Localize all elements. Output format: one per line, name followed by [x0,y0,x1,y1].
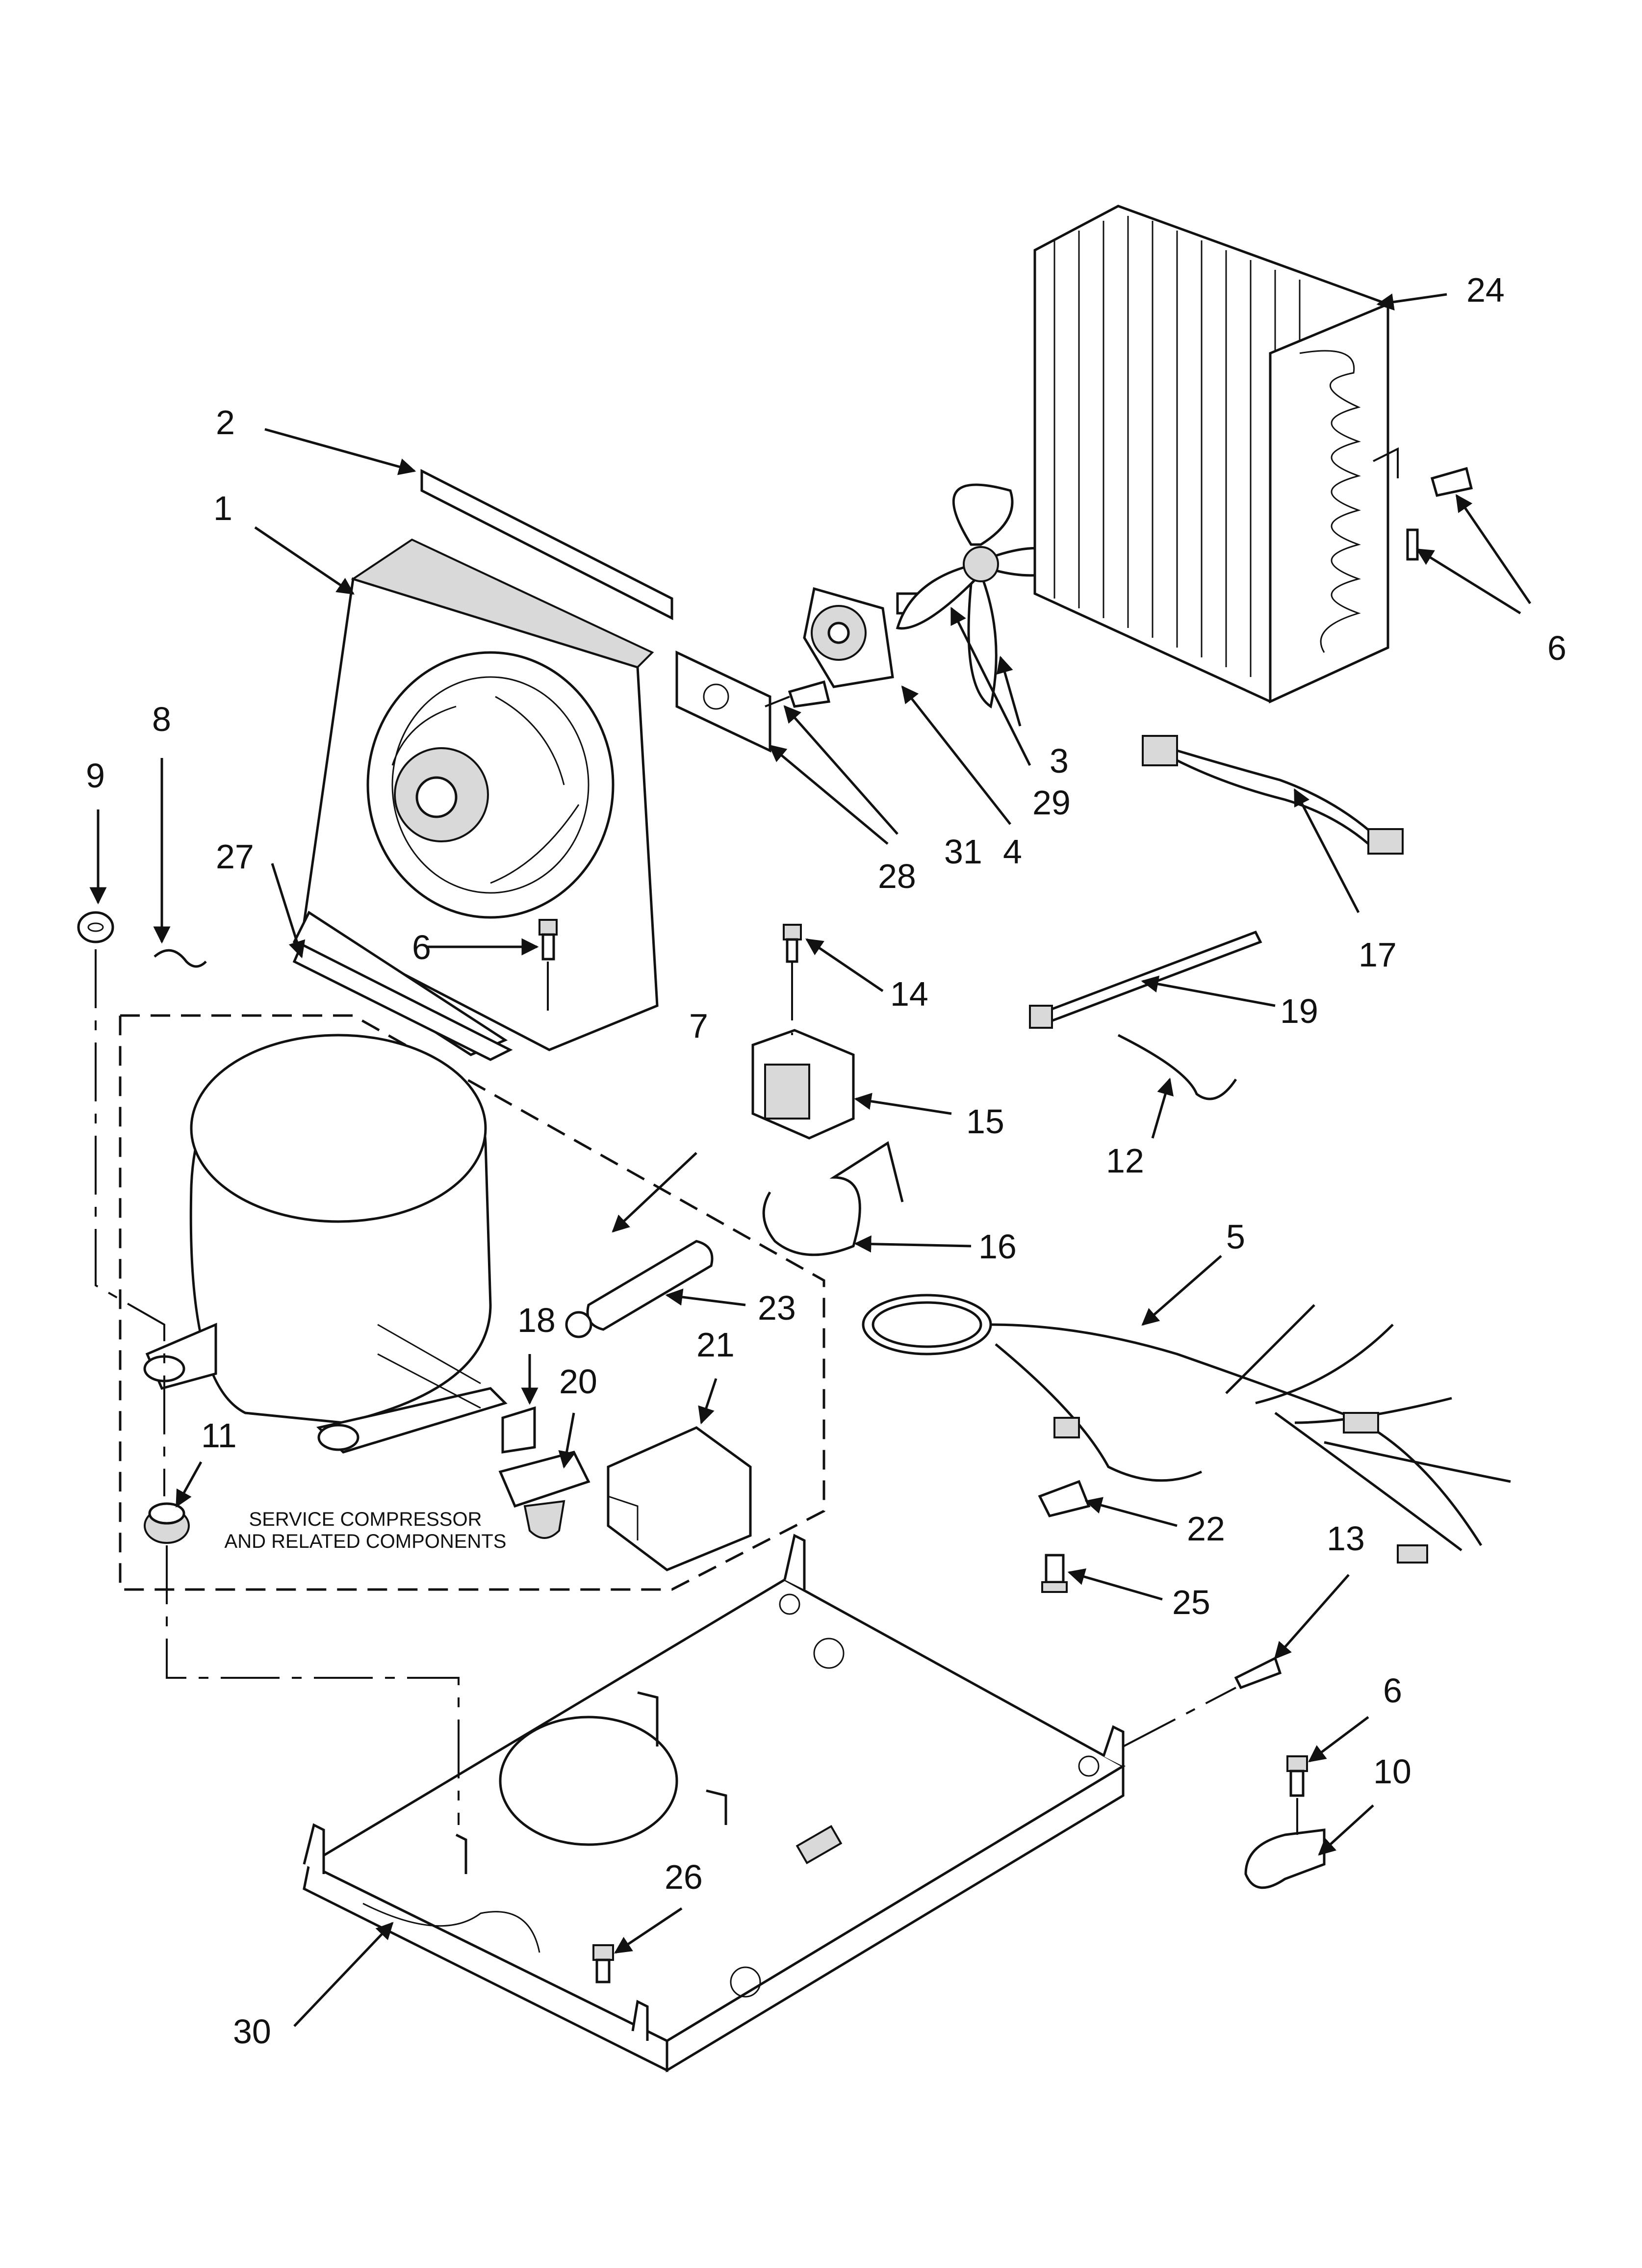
assembly-line-11 [166,1545,460,1825]
grommet [144,1502,190,1544]
screw-6-bottom [1286,1755,1308,1797]
assembly-line-13 [1123,1687,1236,1747]
callout-19: 19 [1280,992,1318,1030]
fan-shroud [292,538,659,1056]
screw-13 [1234,1656,1282,1690]
callout-7: 7 [689,1007,708,1045]
compressor-overload [501,1406,536,1454]
callout-27: 27 [216,837,254,876]
valve-bracket [762,1141,904,1256]
compressor [143,1034,508,1454]
assembly-line-31 [765,696,790,707]
main-wire-harness [862,1294,1511,1564]
callout-14: 14 [890,975,928,1013]
callout-22: 22 [1187,1510,1225,1548]
callout-12: 12 [1106,1142,1144,1180]
tube-12 [1117,1034,1237,1100]
filter-drier [565,1240,714,1338]
screws-6-condenser [1406,467,1473,561]
callout-2: 2 [216,403,235,442]
service-note-line-2: AND RELATED COMPONENTS [225,1531,507,1552]
callout-13: 13 [1327,1519,1365,1558]
pipe-clamp [1244,1828,1326,1889]
clip-22 [1038,1480,1091,1517]
callout-17: 17 [1359,936,1397,974]
callout-9: 9 [86,756,105,795]
callout-30: 30 [233,2012,271,2051]
callout-28: 28 [878,857,916,895]
condenser-coil [1033,205,1389,704]
callout-21: 21 [696,1326,735,1364]
screw-31 [788,680,831,708]
motor-bracket [675,651,771,753]
service-compressor-boundary [119,1014,825,1591]
callout-3: 3 [1050,742,1069,780]
screw-14 [783,924,802,963]
callout-5: 5 [1226,1218,1245,1256]
assembly-line-9 [95,949,165,1496]
callout-6-shroud: 6 [412,928,431,966]
callout-11: 11 [201,1416,237,1455]
screw-26 [592,1944,614,1983]
callout-10: 10 [1373,1752,1411,1791]
screw-6-shroud [539,919,558,961]
callout-18: 18 [517,1301,556,1339]
callout-23: 23 [758,1289,796,1327]
water-valve-solenoid [751,1029,855,1140]
callout-25: 25 [1172,1583,1210,1621]
callout-16: 16 [978,1227,1017,1266]
callout-31: 31 [944,833,982,871]
terminal-cover [607,1426,752,1571]
callout-24: 24 [1466,271,1505,309]
callout-20: 20 [559,1362,597,1401]
gasket-strip [420,469,673,621]
spring-clip [154,949,207,968]
callout-6-bottom: 6 [1383,1671,1402,1710]
callout-1: 1 [213,489,232,527]
callout-15: 15 [966,1102,1004,1141]
assembly-line-24 [1373,447,1399,478]
cable-tie [1029,930,1262,1029]
base-pan [303,1534,1126,2073]
callout-8: 8 [152,700,171,738]
callout-26: 26 [665,1858,703,1896]
service-note-line-1: SERVICE COMPRESSOR [249,1509,482,1530]
callout-labels: 1 2 3 4 5 6 6 6 7 8 9 10 11 12 13 14 15 … [86,271,1566,2051]
callout-6-condenser: 6 [1547,629,1566,667]
plug-button [77,911,114,943]
wire-harness-17 [1142,735,1404,855]
leader-arrows [89,293,1532,2027]
screw-25 [1041,1554,1068,1593]
callout-4: 4 [1003,833,1022,871]
start-relay [498,1451,590,1539]
callout-29: 29 [1032,783,1071,822]
